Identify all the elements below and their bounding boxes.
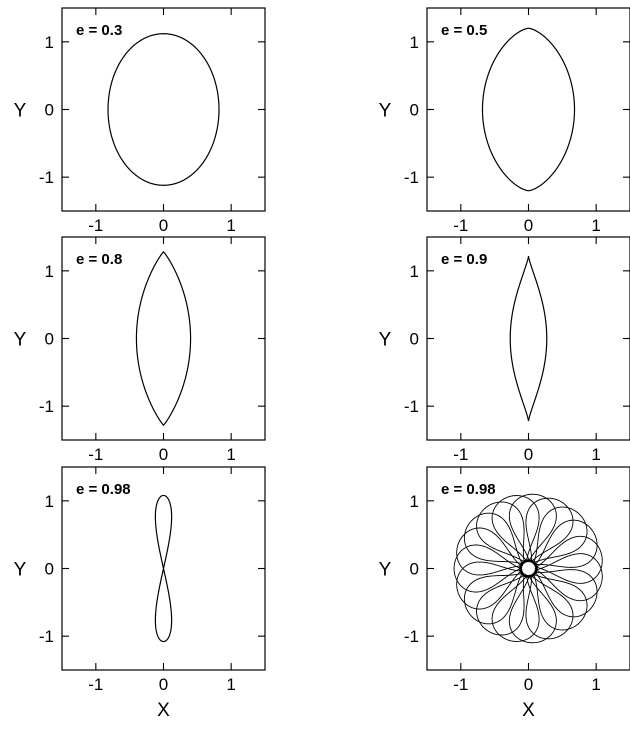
y-tick-label: -1	[39, 168, 54, 187]
y-tick-label: 1	[45, 262, 54, 281]
x-tick-label: 1	[226, 216, 235, 235]
x-tick-label: 1	[226, 675, 235, 694]
eccentricity-label: e = 0.3	[76, 22, 122, 39]
y-axis-label: Y	[14, 560, 27, 581]
x-tick-label: -1	[88, 216, 103, 235]
y-tick-label: -1	[404, 397, 419, 416]
y-axis-label: Y	[14, 101, 27, 122]
x-tick-label: -1	[453, 216, 468, 235]
eccentricity-label: e = 0.98	[441, 481, 496, 498]
y-tick-label: -1	[39, 627, 54, 646]
orbit-curve	[107, 33, 220, 186]
eccentricity-label: e = 0.9	[441, 251, 487, 268]
orbit-curve	[481, 27, 576, 192]
y-axis-label: Y	[14, 330, 27, 351]
x-tick-label: 0	[159, 216, 168, 235]
x-tick-label: 0	[524, 216, 533, 235]
orbit-curve	[154, 494, 173, 643]
y-tick-label: 0	[410, 101, 419, 120]
x-axis-label: X	[157, 700, 170, 721]
x-tick-label: 0	[524, 675, 533, 694]
central-body	[519, 559, 538, 578]
y-axis-label: Y	[379, 330, 392, 351]
y-tick-label: 0	[45, 560, 54, 579]
x-tick-label: 0	[159, 675, 168, 694]
y-axis-label: Y	[379, 560, 392, 581]
y-axis-label: Y	[379, 101, 392, 122]
y-tick-label: 1	[45, 33, 54, 52]
y-tick-label: 1	[45, 492, 54, 511]
y-tick-label: 0	[410, 330, 419, 349]
orbit-curve	[509, 255, 548, 422]
y-tick-label: -1	[404, 627, 419, 646]
eccentricity-label: e = 0.5	[441, 22, 487, 39]
x-tick-label: 1	[591, 216, 600, 235]
y-tick-label: -1	[39, 397, 54, 416]
x-tick-label: 1	[226, 445, 235, 464]
x-tick-label: 1	[591, 675, 600, 694]
x-tick-label: -1	[88, 445, 103, 464]
x-tick-label: 0	[159, 445, 168, 464]
orbit-curve	[453, 493, 603, 644]
orbit-curve	[135, 251, 192, 426]
y-tick-label: 0	[45, 101, 54, 120]
y-tick-label: 0	[410, 560, 419, 579]
eccentricity-label: e = 0.8	[76, 251, 122, 268]
y-tick-label: 1	[410, 262, 419, 281]
x-axis-label: X	[522, 700, 535, 721]
y-tick-label: 1	[410, 33, 419, 52]
eccentricity-label: e = 0.98	[76, 481, 131, 498]
x-tick-label: -1	[453, 675, 468, 694]
x-tick-label: 0	[524, 445, 533, 464]
x-tick-label: 1	[591, 445, 600, 464]
x-tick-label: -1	[88, 675, 103, 694]
y-tick-label: 1	[410, 492, 419, 511]
y-tick-label: -1	[404, 168, 419, 187]
y-tick-label: 0	[45, 330, 54, 349]
x-tick-label: -1	[453, 445, 468, 464]
